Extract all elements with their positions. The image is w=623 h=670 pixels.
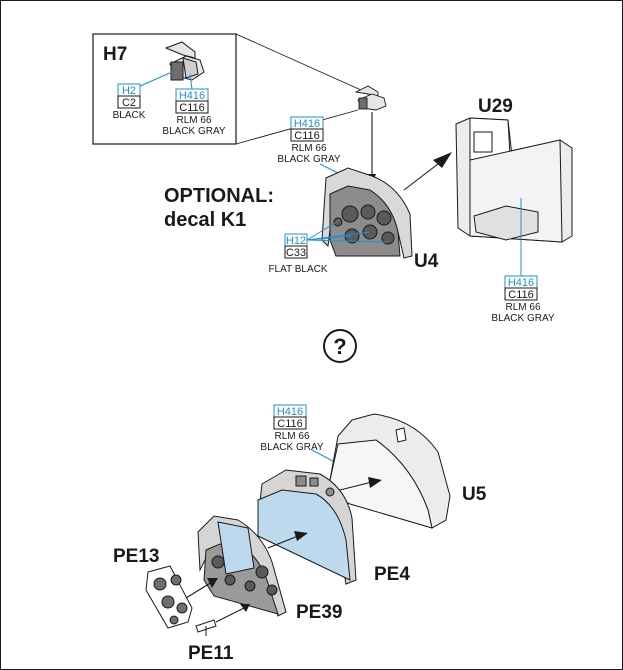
paint-name-flat-black: FLAT BLACK [268,264,327,275]
paint-code-h416: H416 [179,90,205,102]
paint-name-black: BLACK [113,110,146,121]
optional-label: OPTIONAL: [164,185,274,207]
u29-part [455,117,573,243]
paint-name-black-gray: BLACK GRAY [491,313,554,324]
paint-code-h416: H416 [294,118,320,130]
panel-flat-black-callout: H12 C33 FLAT BLACK [268,219,389,275]
arrowhead-pe4 [294,531,308,541]
arrowhead-pe39 [207,578,218,588]
part-label-u29: U29 [478,96,513,117]
part-label-h7: H7 [103,44,127,65]
u29-gray-callout: H416 C116 RLM 66 BLACK GRAY [491,275,555,324]
u5-gray-callout: H416 C116 RLM 66 BLACK GRAY [260,404,347,469]
paint-code-c2: C2 [122,97,136,109]
h7-part-small [354,85,387,111]
arrow-panel-to-u29 [403,163,439,191]
panel-gray-callout: H416 C116 RLM 66 BLACK GRAY [277,116,357,183]
pe11-part [195,619,217,636]
paint-code-c116: C116 [508,289,533,301]
pe13-gauge-plate [145,565,193,629]
pe39-panel [197,515,287,617]
h7-detail-inset: H7 H2 C2 BLACK H416 C116 RLM 66 BLACK GR… [92,33,362,145]
question-mark-symbol: ? [323,329,357,363]
paint-name-rlm66: RLM 66 [274,431,309,442]
part-label-u5: U5 [462,484,487,505]
paint-name-rlm66: RLM 66 [176,115,211,126]
part-label-pe39: PE39 [296,602,342,623]
paint-name-black-gray: BLACK GRAY [162,126,225,137]
paint-name-rlm66: RLM 66 [505,302,540,313]
paint-code-h2: H2 [122,85,136,97]
question-mark: ? [333,334,346,359]
part-label-u4: U4 [414,251,439,272]
u5-part [329,413,451,529]
arrow-pe11-to-pe39 [215,607,245,623]
paint-code-h416: H416 [508,277,534,289]
arrow-pe13-to-pe39 [185,581,213,599]
paint-code-h416: H416 [277,406,303,418]
part-label-pe4: PE4 [374,564,410,585]
arrowhead-u5 [368,477,382,488]
part-label-pe11: PE11 [188,643,234,664]
paint-name-black-gray: BLACK GRAY [277,154,340,165]
arrowhead-u29 [433,152,452,168]
arrow-pe39-to-pe4 [267,535,299,549]
paint-code-h12: H12 [286,235,306,247]
decal-k1-label: decal K1 [164,209,246,231]
u4-instrument-panel [321,167,413,259]
paint-code-c116: C116 [277,418,302,430]
arrow-pe4-to-u5 [339,481,373,491]
paint-code-c116: C116 [294,130,319,142]
part-label-pe13: PE13 [113,546,159,567]
paint-name-black-gray: BLACK GRAY [260,442,323,453]
h7-part-drawing [164,41,205,81]
paint-code-c116: C116 [179,102,204,114]
paint-code-c33: C33 [286,247,306,259]
paint-name-rlm66: RLM 66 [291,143,326,154]
arrowhead-pe11 [240,604,250,612]
